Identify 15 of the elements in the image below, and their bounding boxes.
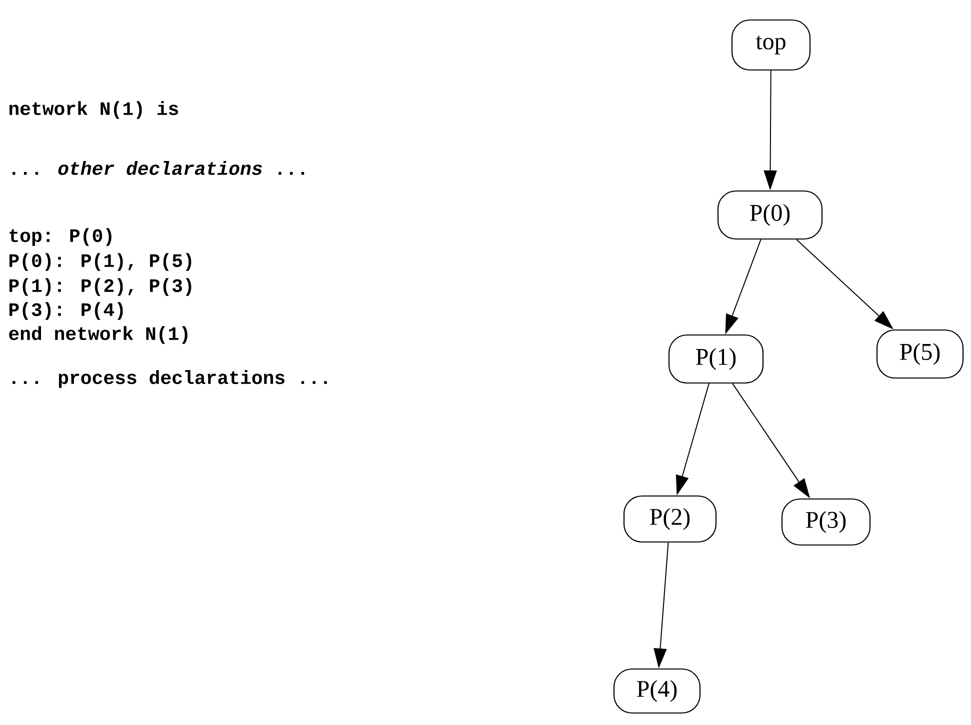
code-line: network N(1) is <box>9 101 178 119</box>
process-node: P(2) <box>623 495 717 543</box>
process-node: P(4) <box>613 668 701 714</box>
code-line: ... process declarations ... <box>12 370 327 388</box>
code-line: top: P(0) <box>10 228 112 246</box>
process-node: top <box>731 19 811 71</box>
process-node: P(0) <box>717 190 823 240</box>
code-line: P(1): P(2), P(3) <box>9 278 192 296</box>
code-line: P(3): P(4) <box>9 302 123 320</box>
process-node: P(3) <box>781 498 871 546</box>
process-node: P(1) <box>668 334 764 384</box>
code-line: end network N(1) <box>9 326 188 344</box>
process-node: P(5) <box>876 329 964 379</box>
code-line: P(0): P(1), P(5) <box>9 253 192 271</box>
code-line: ... other declarations ... <box>12 161 304 175</box>
